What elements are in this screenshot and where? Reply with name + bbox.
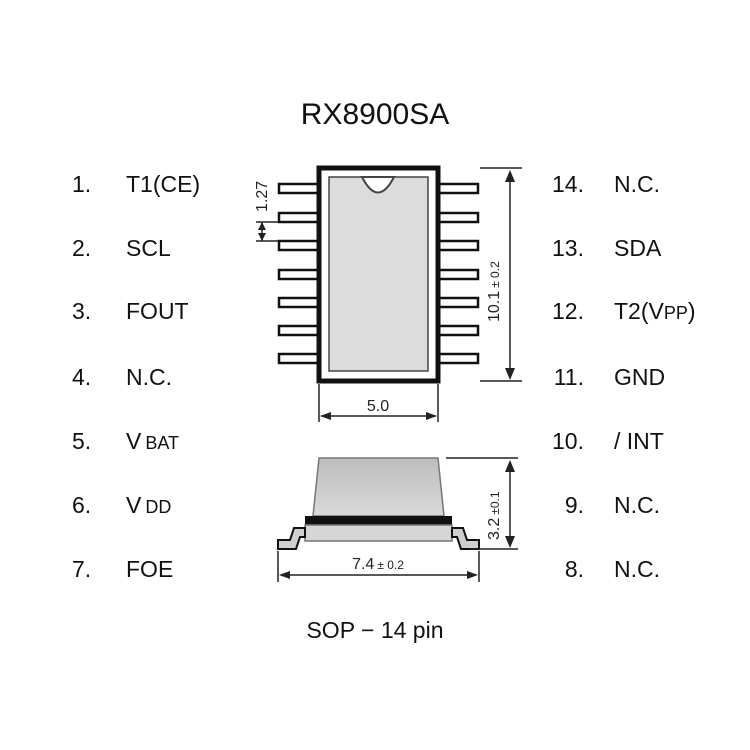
package-caption: SOP − 14 pin xyxy=(306,617,444,643)
pin-number: 4. xyxy=(72,364,92,390)
pin-number: 13. xyxy=(552,235,584,261)
lead xyxy=(277,352,322,365)
side-view xyxy=(277,457,480,550)
lead xyxy=(277,324,322,337)
lead xyxy=(277,182,322,195)
chip-title: RX8900SA xyxy=(300,98,450,131)
pin-number: 2. xyxy=(72,235,92,261)
lead xyxy=(435,268,480,281)
pin-number: 12. xyxy=(552,298,584,324)
pin-number: 9. xyxy=(564,492,584,518)
lead xyxy=(435,324,480,337)
package-body-top xyxy=(328,176,429,372)
pin-row: 8. N.C. xyxy=(0,555,750,583)
right-leads xyxy=(435,182,480,365)
pin-number: 1. xyxy=(72,171,92,197)
pin-number: 5. xyxy=(72,428,92,454)
pin-label: GND xyxy=(614,364,666,390)
pin-row: 12. T2(VPP) xyxy=(0,297,750,325)
width-label: 5.0 xyxy=(367,398,389,415)
lead xyxy=(435,352,480,365)
pitch-label: 1.27 xyxy=(254,181,271,212)
pin-label: N.C. xyxy=(614,556,660,582)
pin-number: 8. xyxy=(564,556,584,582)
side-body-seam xyxy=(305,516,452,525)
pin-label: N.C. xyxy=(614,492,660,518)
lead xyxy=(277,296,322,309)
pin-row: 9. N.C. xyxy=(0,491,750,519)
pin-label: FOE xyxy=(126,556,174,582)
height-dimension xyxy=(446,457,518,550)
lead xyxy=(435,239,480,252)
pin-label: SCL xyxy=(126,235,171,261)
pin-label: N.C. xyxy=(614,171,660,197)
pin-number: 10. xyxy=(552,428,584,454)
pin-number: 11. xyxy=(553,364,584,390)
pitch-dimension xyxy=(256,221,278,242)
lead xyxy=(277,268,322,281)
left-leads xyxy=(277,182,322,365)
pin-label: SDA xyxy=(614,235,662,261)
pin-row: 13. SDA xyxy=(0,234,750,262)
length-label: 10.1± 0.2 xyxy=(486,261,503,322)
side-lead-right xyxy=(451,527,480,550)
side-body-bottom xyxy=(304,524,453,542)
pin-number: 6. xyxy=(72,492,92,518)
pin-row: 14. N.C. xyxy=(0,170,750,198)
pin-label: N.C. xyxy=(126,364,172,390)
width-dimension xyxy=(318,384,439,422)
length-dimension xyxy=(480,167,522,382)
lead xyxy=(435,182,480,195)
pin-label: / INT xyxy=(614,428,664,454)
pin-number: 3. xyxy=(72,298,92,324)
span-dimension xyxy=(277,551,480,582)
height-label: 3.2±0.1 xyxy=(486,491,503,540)
pin-label: T2(VPP) xyxy=(614,298,696,324)
lead xyxy=(277,239,322,252)
lead xyxy=(435,211,480,224)
side-lead-left xyxy=(277,527,306,550)
span-label: 7.4± 0.2 xyxy=(352,556,404,573)
lead xyxy=(277,211,322,224)
pin-number: 7. xyxy=(72,556,92,582)
pin-label: T1(CE) xyxy=(126,171,201,197)
lead xyxy=(435,296,480,309)
pin-row: 10. / INT xyxy=(0,427,750,455)
pin-number: 14. xyxy=(552,171,584,197)
pin-row: 11. GND xyxy=(0,363,750,391)
side-body-top xyxy=(312,457,445,517)
pin-label: FOUT xyxy=(126,298,189,324)
pin1-notch xyxy=(360,176,396,194)
